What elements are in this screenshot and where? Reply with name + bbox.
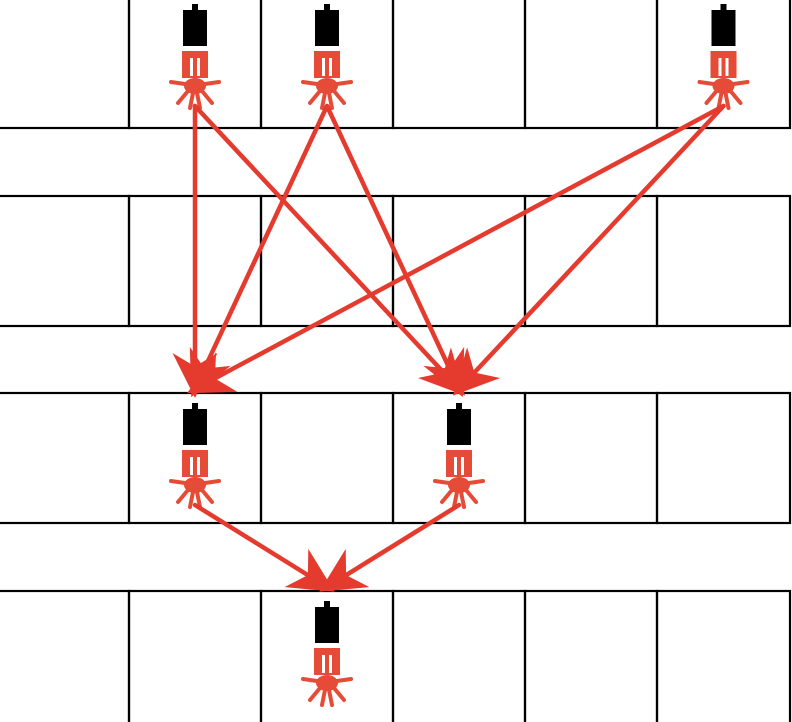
jellyfish-figure-icon (697, 4, 750, 110)
grid-cell (0, 589, 131, 722)
grid-row (0, 0, 792, 130)
arrow-layer (172, 103, 726, 592)
grid-cell (655, 194, 792, 328)
figure-layer (169, 4, 750, 707)
grid-cell (391, 589, 527, 722)
grid-cell (0, 391, 131, 525)
jellyfish-figure-icon (301, 4, 353, 110)
jellyfish-figure-icon (169, 4, 221, 110)
grid-cell (523, 0, 659, 130)
grid-cell (523, 194, 659, 328)
connection-arrow (324, 103, 465, 398)
grid-cell (259, 391, 395, 525)
grid-cell (523, 391, 659, 525)
grid-row (0, 391, 792, 525)
grid-cell (391, 0, 527, 130)
grid-cell (259, 194, 395, 328)
jellyfish-figure-icon (301, 601, 353, 707)
connection-arrow (192, 502, 335, 592)
connection-arrow (187, 103, 726, 394)
grid-row (0, 589, 792, 722)
grid-cell (523, 589, 659, 722)
connection-arrow (319, 502, 462, 592)
connection-arrow (452, 103, 726, 396)
grid-cell (655, 0, 792, 130)
jellyfish-figure-icon (433, 403, 485, 509)
grid-cell (391, 194, 527, 328)
grid-cell (0, 194, 131, 328)
connection-arrow (192, 103, 466, 396)
grid-row (0, 194, 792, 328)
grid-cell (127, 589, 263, 722)
connection-arrow (189, 103, 330, 398)
grid-cell (655, 391, 792, 525)
grid-cell (655, 589, 792, 722)
grid-cell (0, 0, 131, 130)
jellyfish-figure-icon (169, 403, 221, 509)
